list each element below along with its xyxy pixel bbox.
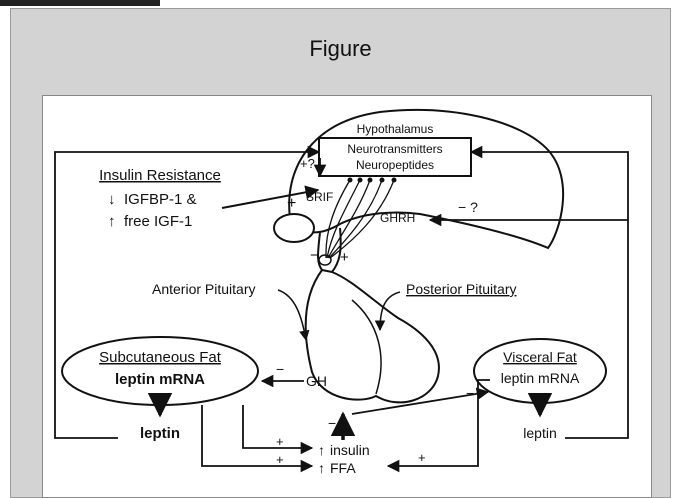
up-arrow-icon: ↑	[108, 213, 116, 230]
subcutaneous-mrna-label: leptin mRNA	[115, 371, 205, 388]
insulin-resistance-heading: Insulin Resistance	[99, 167, 221, 184]
neuropeptides-label: Neuropeptides	[356, 158, 434, 172]
subcutaneous-to-ffa-line	[202, 405, 312, 466]
down-arrow-icon: ↓	[108, 191, 116, 208]
visceral-leptin-label: leptin	[523, 425, 556, 441]
subcutaneous-fat-heading: Subcutaneous Fat	[99, 349, 222, 366]
visceral-mrna-label: leptin mRNA	[501, 370, 580, 386]
stalk-plus-sign: +	[340, 249, 349, 266]
gh-label: GH	[306, 373, 327, 389]
anterior-pituitary-pointer	[278, 290, 306, 340]
ghrh-minus-question: − ?	[458, 199, 478, 215]
ffa-up-arrow-glyph: ↑	[318, 460, 325, 476]
plus-question-sign: +?	[300, 156, 315, 171]
free-igf-label: free IGF-1	[124, 213, 192, 230]
gh-minus-sign: −	[276, 361, 284, 377]
ffa-label: FFA	[330, 460, 356, 476]
subcutaneous-leptin-label: leptin	[140, 425, 180, 442]
posterior-pituitary-pointer	[380, 292, 400, 330]
insulin-up-arrow-glyph: ↑	[318, 442, 325, 458]
posterior-pituitary-label: Posterior Pituitary	[406, 281, 516, 297]
igfbp-label: IGFBP-1 &	[124, 191, 197, 208]
stalk-minus-sign: −	[310, 247, 319, 264]
ffa-plus-sign: +	[276, 452, 284, 467]
hypothalamus-label: Hypothalamus	[357, 122, 434, 136]
visceral-fat-heading: Visceral Fat	[503, 349, 577, 365]
neurotransmitters-label: Neurotransmitters	[347, 142, 442, 156]
visceral-ffa-plus-sign: +	[418, 450, 426, 465]
optic-chiasm	[274, 214, 314, 242]
srif-label: SRIF	[306, 190, 333, 204]
fiber-endpoints	[348, 178, 397, 183]
pituitary-cleft	[352, 300, 381, 394]
ghrh-label: GHRH	[380, 211, 415, 225]
visceral-minus-sign: −	[466, 385, 474, 401]
anterior-pituitary-label: Anterior Pituitary	[152, 281, 255, 297]
insulin-label: insulin	[330, 442, 370, 458]
visceral-to-ffa-line	[388, 380, 490, 466]
srif-plus-sign: +	[287, 195, 296, 212]
insulin-resistance-arrow	[222, 190, 318, 208]
insulin-minus-sign: −	[328, 415, 336, 431]
insulin-plus-sign: +	[276, 434, 284, 449]
